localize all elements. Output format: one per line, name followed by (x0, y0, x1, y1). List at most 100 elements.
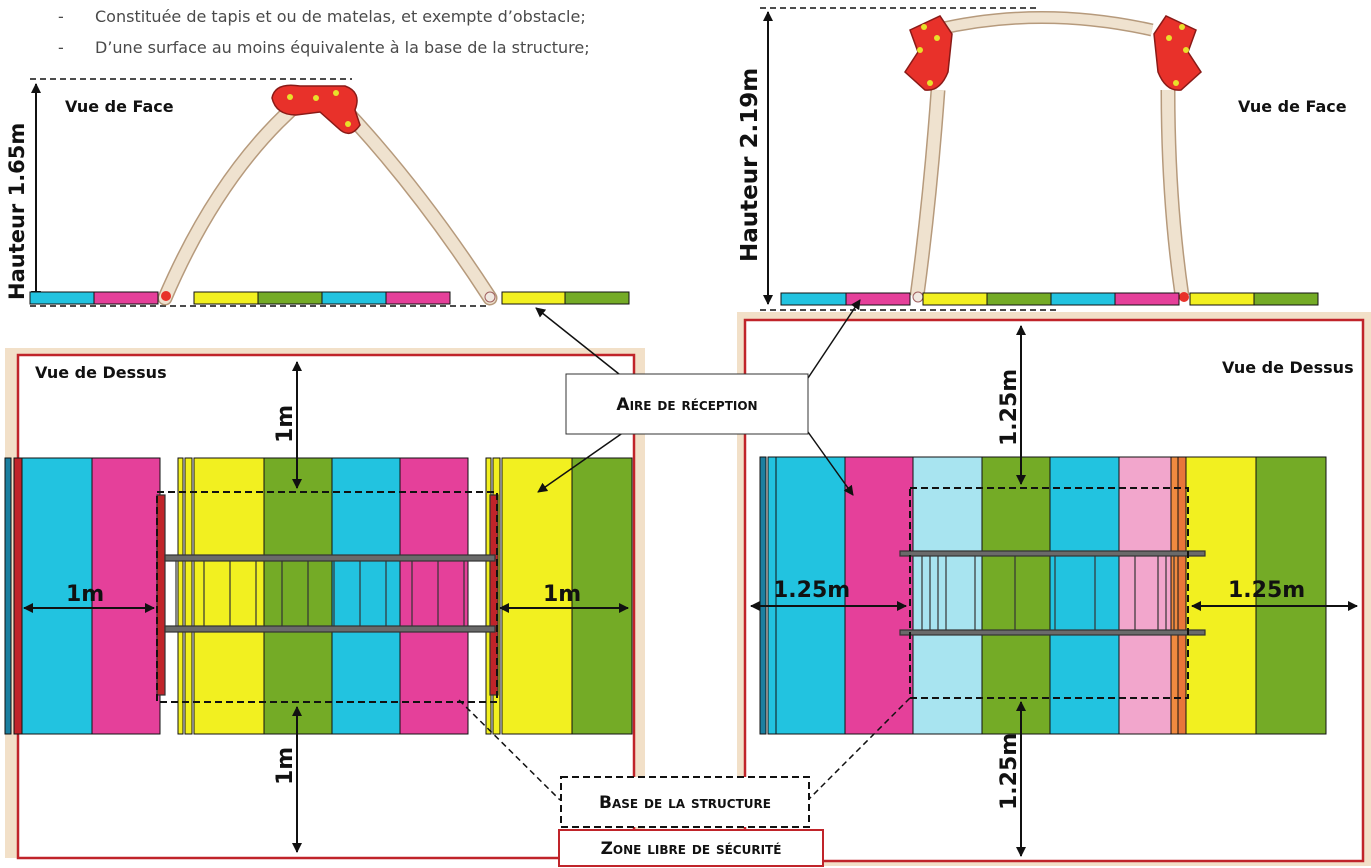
mat-cyan (775, 456, 846, 735)
safety-zone-box (558, 829, 824, 867)
bolt (313, 95, 319, 101)
left-connector (904, 15, 953, 91)
base-callout: Base de la structure (458, 697, 911, 828)
intro-line-1: Constituée de tapis et ou de matelas, et… (95, 7, 586, 26)
mat-yellow (501, 457, 573, 735)
safety-zone-callout: Zone libre de sécurité (558, 829, 824, 867)
foot-cap (161, 291, 171, 301)
right-top-view: Vue de Dessus (737, 312, 1371, 866)
mat-pink (1118, 456, 1172, 735)
safety-zone-text: Zone libre de sécurité (601, 839, 782, 859)
right-top-view-label: Vue de Dessus (1222, 358, 1354, 377)
intro-bullet-2: - (58, 38, 64, 57)
side-rail (164, 554, 496, 562)
top-connector (271, 84, 361, 134)
mat-green (564, 291, 630, 305)
mat-edge (177, 457, 184, 735)
side-rail (164, 625, 496, 633)
reception-callout-text: Aire de réception (616, 395, 757, 415)
mat-magenta (399, 457, 469, 735)
intro-line-2: D’une surface au moins équivalente à la … (95, 38, 590, 57)
mat-magenta (385, 291, 451, 305)
left-leg-outline (157, 92, 310, 306)
bolt (934, 35, 940, 41)
mat-cyan (780, 292, 847, 306)
ladder-structure (156, 494, 499, 696)
mat-edge (13, 457, 23, 735)
mat-magenta (93, 291, 159, 305)
mat-cyan (1050, 292, 1116, 306)
foot-cap (484, 291, 496, 303)
mat-edge (759, 456, 767, 735)
bolt (917, 47, 923, 53)
right-connector (1153, 15, 1202, 91)
left-height-label: Hauteur 1.65m (5, 123, 29, 300)
left-clearance-bottom: 1m (273, 747, 298, 785)
mat-yellow (193, 457, 265, 735)
mat-yellow (922, 292, 988, 306)
base-callout-text: Base de la structure (599, 793, 771, 813)
mat-green (986, 292, 1052, 306)
foot-cap (912, 291, 924, 303)
top-bar (933, 12, 1154, 35)
mat-green (1255, 456, 1327, 735)
right-front-view: Hauteur 2.19m Vue de Face (737, 7, 1347, 311)
base-callout-box (560, 776, 810, 828)
mat-cyan (321, 291, 387, 305)
left-leg (159, 94, 308, 304)
left-front-view-label: Vue de Face (65, 97, 174, 116)
ladder-structure (899, 550, 1206, 636)
pointer-line (537, 431, 625, 493)
bolt (1166, 35, 1172, 41)
left-top-view-label: Vue de Dessus (35, 363, 167, 382)
mat-light-cyan (912, 456, 983, 735)
left-base-outline (156, 491, 498, 703)
left-leg (911, 89, 944, 297)
mat-green (1253, 292, 1319, 306)
bolt (1173, 80, 1179, 86)
intro-bullet-1: - (58, 7, 64, 26)
mat-green (257, 291, 323, 305)
mat-yellow (1189, 292, 1255, 306)
left-clearance-left: 1m (66, 582, 104, 607)
pointer-line (807, 299, 861, 379)
pointer-line (535, 307, 625, 379)
mat-cyan (1049, 456, 1120, 735)
bolt (1183, 47, 1189, 53)
left-top-view: Vue de Dessus (4, 348, 645, 860)
mat-edge (4, 457, 12, 735)
base-pointer-line (458, 699, 561, 801)
bolt (333, 90, 339, 96)
mat-yellow (193, 291, 259, 305)
mat-magenta (844, 456, 914, 735)
pointer-line (807, 431, 854, 496)
bolt (1179, 24, 1185, 30)
right-height-label: Hauteur 2.19m (737, 68, 763, 262)
side-rail (899, 550, 1206, 557)
mat-green (263, 457, 333, 735)
mat-green (571, 457, 633, 735)
reception-callout: Aire de réception (535, 299, 861, 496)
foot-cap (1179, 292, 1189, 302)
bolt (927, 80, 933, 86)
right-front-view-label: Vue de Face (1238, 97, 1347, 116)
side-rail (899, 629, 1206, 636)
mat-cyan (21, 457, 93, 735)
mat-cyan (29, 291, 95, 305)
left-front-view: Hauteur 1.65m Vue de Face (5, 78, 630, 307)
right-clearance-bottom: 1.25m (997, 733, 1022, 810)
left-clearance-right: 1m (543, 582, 581, 607)
mat-green (981, 456, 1051, 735)
bolt (921, 24, 927, 30)
bolt (287, 94, 293, 100)
mat-magenta (1114, 292, 1180, 306)
structure-foot (156, 494, 166, 696)
bolt (345, 121, 351, 127)
mat-edge (184, 457, 193, 735)
mat-magenta (845, 292, 911, 306)
mat-edge (1177, 456, 1187, 735)
left-clearance-top: 1m (273, 405, 298, 443)
right-clearance-left: 1.25m (773, 578, 850, 603)
right-leg (1162, 89, 1188, 297)
